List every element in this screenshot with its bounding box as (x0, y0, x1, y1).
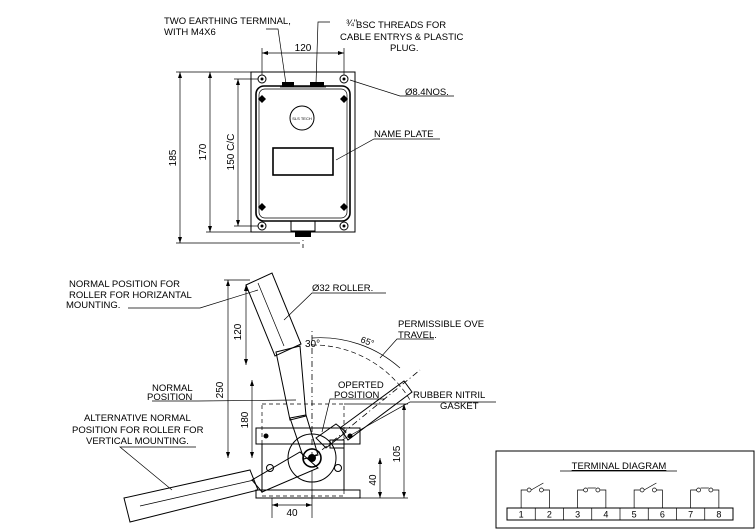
lever-normal-arm (275, 345, 307, 421)
normal-pos-label-line3: MOUNTING. (66, 300, 120, 311)
bsc-leader (315, 21, 330, 85)
logo-badge (289, 105, 315, 131)
bsc-label-line3: PLUG. (390, 43, 419, 54)
alt-leader (119, 446, 196, 491)
alt-label-line2: POSITION FOR ROLLER FOR (72, 425, 204, 436)
earthing-terminal (282, 82, 294, 87)
earthing-label-line2: WITH M4X6 (164, 27, 216, 38)
lid-screw-bl (258, 203, 266, 211)
contact-nc-3 (633, 482, 663, 508)
operted-leader (321, 398, 385, 433)
dim-120-text: 120 (233, 323, 244, 340)
terminal-diagram: TERMINAL DIAGRAM 1 2 3 4 5 6 7 8 (495, 450, 755, 529)
terminal-number-6: 6 (660, 510, 665, 520)
roller-normal (245, 272, 302, 357)
lid-screw-br (340, 203, 348, 211)
side-view: 250 120 180 105 40 40 (119, 272, 496, 523)
permissible-line2: TRAVEL. (398, 330, 437, 341)
dim-width-text: 120 (295, 43, 312, 54)
top-view: SLS TECH 120 185 170 150 C/C (168, 21, 454, 248)
lever-operated-arm (339, 380, 413, 441)
dim-250-text: 250 (215, 381, 226, 398)
bsc-label-line1: BSC THREADS FOR (356, 20, 446, 31)
terminal-number-2: 2 (547, 510, 552, 520)
dim-150cc-text: 150 C/C (226, 134, 237, 171)
lid-screw-tl (258, 95, 266, 103)
normal-pos-leader (128, 289, 259, 309)
rubber-leader (341, 401, 496, 441)
arc-65 (311, 337, 401, 369)
terminal-number-3: 3 (575, 510, 580, 520)
terminal-number-5: 5 (632, 510, 637, 520)
permissible-leader (379, 338, 434, 359)
rubber-label-line2: GASKET (440, 401, 479, 412)
roller-alt (123, 469, 259, 523)
cable-entry (310, 82, 324, 87)
operated-axis (311, 369, 421, 459)
contact-no-4 (690, 487, 720, 508)
normal-label-line1: NORMAL (152, 383, 193, 394)
normal-label-line2: POSITION (147, 392, 193, 403)
terminal-number-4: 4 (603, 510, 608, 520)
lid-screw-tr (340, 95, 348, 103)
angle-65-text: 65° (359, 334, 376, 348)
contact-no-2 (577, 487, 607, 508)
alt-label-line3: VERTICAL MOUNTING. (86, 436, 189, 447)
terminal-number-7: 7 (688, 510, 693, 520)
dim-40-v-text: 40 (368, 474, 379, 486)
bracket-base (255, 489, 361, 499)
dim-40-h-text: 40 (286, 508, 298, 519)
logo-text: SLS TECH (292, 116, 312, 121)
rubber-label-line1: RUBBER NITRIL (413, 390, 485, 401)
permissible-line1: PERMISSIBLE OVE (398, 319, 484, 330)
roller-leader (283, 292, 386, 321)
enclosure-lid (258, 88, 348, 219)
terminal-diagram-title: TERMINAL DIAGRAM (572, 461, 667, 472)
lever-operated (315, 423, 347, 449)
housing-outline (261, 403, 345, 497)
dim-105-text: 105 (392, 445, 403, 462)
dim-185-text: 185 (168, 149, 179, 166)
dim-180-text: 180 (240, 411, 251, 428)
alt-label-line1: ALTERNATIVE NORMAL (84, 413, 191, 424)
bsc-prefix: ¾" (346, 18, 357, 29)
normal-leader (152, 399, 297, 402)
contact-nc-1 (520, 482, 550, 508)
roller-label: Ø32 ROLLER. (312, 283, 373, 294)
terminal-diagram-frame (495, 450, 755, 529)
terminal-number-1: 1 (519, 510, 524, 520)
name-plate-label: NAME PLATE (374, 129, 433, 140)
holes-label: Ø8.4NOS. (405, 87, 449, 98)
nameplate-leader (335, 138, 440, 161)
normal-pos-label-line2: ROLLER FOR HORIZANTAL (69, 290, 192, 301)
holes-leader (349, 79, 454, 97)
operted-label-line1: OPERTED (338, 380, 384, 391)
earthing-label-line1: TWO EARTHING TERMINAL, (164, 16, 291, 27)
enclosure-flange (250, 71, 356, 233)
operted-label-line2: POSITION (334, 390, 380, 401)
travel-arc (311, 344, 411, 401)
bsc-label-line2: CABLE ENTRYS & PLASTIC (340, 32, 464, 43)
normal-pos-label-line1: NORMAL POSITION FOR (69, 279, 180, 290)
terminal-number-8: 8 (716, 510, 721, 520)
lever-normal (289, 414, 319, 460)
gasket (329, 439, 345, 449)
earthing-leader (266, 28, 287, 85)
lever-alt (251, 451, 319, 493)
dim-170-text: 170 (198, 143, 209, 160)
name-plate (272, 147, 334, 176)
shaft-boss (290, 220, 316, 232)
angle-30-text: 30° (305, 339, 320, 350)
mounting-hole-br (339, 221, 349, 231)
